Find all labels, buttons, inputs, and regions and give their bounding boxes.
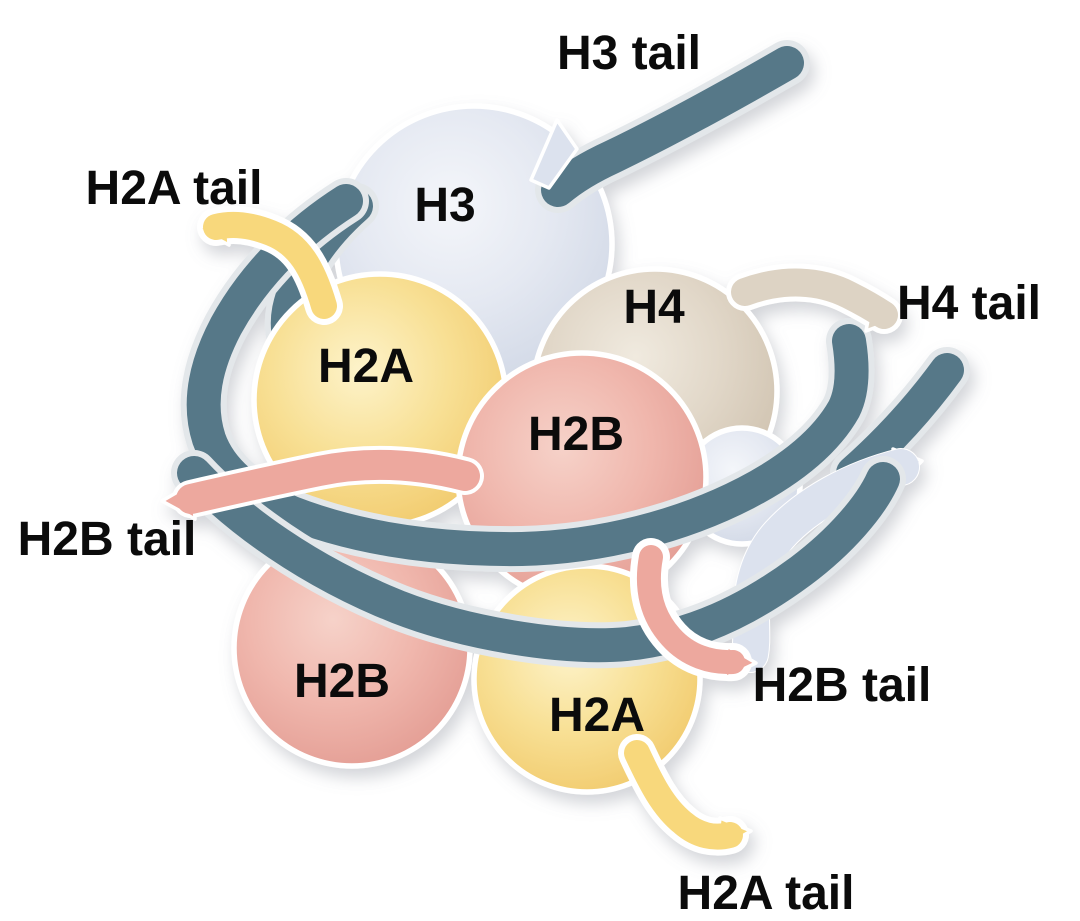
label-h2b-sphere-bottom: H2B: [294, 655, 390, 708]
dna-strand-top-exit: [558, 63, 787, 190]
label-h2a-tail-top: H2A tail: [86, 162, 263, 215]
label-h2a-sphere-bottom: H2A: [549, 689, 645, 742]
h2b-tail-ribbon-left: [160, 465, 465, 521]
h2b-tail-ribbon-bottom-right: [649, 557, 758, 678]
h3-tail-wisp: [529, 118, 579, 190]
label-h4-tail: H4 tail: [897, 277, 1041, 330]
label-h4-sphere: H4: [623, 281, 685, 334]
label-h3-tail: H3 tail: [557, 27, 701, 80]
h2a-tail-ribbon-bottom: [637, 753, 753, 851]
h2a-tail-ribbon-top: [199, 211, 324, 306]
label-h3-sphere: H3: [414, 179, 475, 232]
label-h2b-tail-right: H2B tail: [753, 659, 932, 712]
label-h2b-sphere-center: H2B: [528, 408, 624, 461]
h4-tail-ribbon: [745, 283, 898, 331]
label-h2a-sphere-left: H2A: [318, 340, 414, 393]
label-h2a-tail-bottom: H2A tail: [678, 867, 855, 920]
label-h2b-tail-left: H2B tail: [18, 513, 197, 566]
